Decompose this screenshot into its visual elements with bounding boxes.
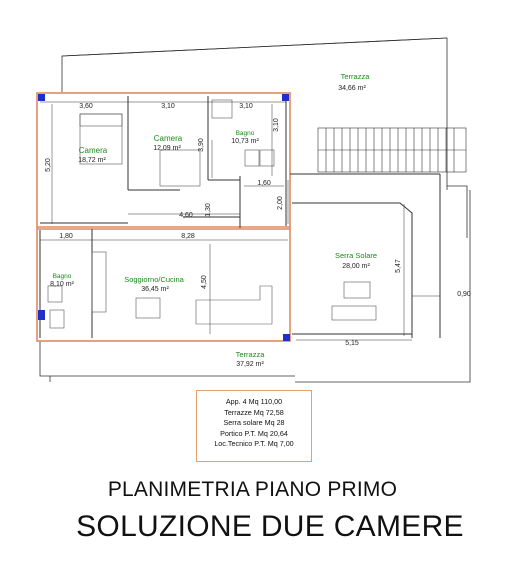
dim-390: 3,90 xyxy=(198,138,205,152)
room-area-terrazza-bottom: 37,92 m² xyxy=(236,361,264,368)
room-area-bagno-2: 8,10 m² xyxy=(50,281,74,288)
room-area-camera-2: 12,09 m² xyxy=(153,145,181,152)
summary-line-portico: Portico P.T. Mq 20,64 xyxy=(220,428,288,438)
structural-columns xyxy=(38,94,290,341)
room-area-camera-1: 18,72 m² xyxy=(78,157,106,164)
stair-treads xyxy=(325,128,455,172)
terrace-outline xyxy=(61,37,471,383)
room-name-serra: Serra Solare xyxy=(335,251,377,260)
room-name-soggiorno: Soggiorno/Cucina xyxy=(124,275,184,284)
apartment-walls xyxy=(36,92,291,342)
summary-line-solar-greenhouse: Serra solare Mq 28 xyxy=(223,418,285,427)
room-area-bagno-1: 10,73 m² xyxy=(231,138,259,145)
dim-310-v: 3,10 xyxy=(273,118,280,132)
room-name-terrazza-bottom: Terrazza xyxy=(236,350,266,359)
dim-547: 5,47 xyxy=(395,259,402,273)
plan-subtitle: SOLUZIONE DUE CAMERE xyxy=(76,510,464,543)
dim-515: 5,15 xyxy=(345,340,359,347)
room-name-terrazza-top: Terrazza xyxy=(341,72,371,81)
dim-090: 0,90 xyxy=(457,291,471,298)
summary-line-apartment: App. 4 Mq 110,00 xyxy=(225,397,283,406)
dim-160: 1,60 xyxy=(257,180,271,187)
staircase xyxy=(317,127,467,173)
summary-line-technical-room: Loc.Tecnico P.T. Mq 7,00 xyxy=(214,439,294,448)
room-area-soggiorno: 36,45 m² xyxy=(141,286,169,293)
room-name-bagno-1: Bagno xyxy=(236,130,255,137)
dim-450: 4,50 xyxy=(201,275,208,289)
room-name-camera-2: Camera xyxy=(154,134,183,143)
dim-310-b: 3,10 xyxy=(239,103,253,110)
room-area-terrazza-top: 34,66 m² xyxy=(338,85,366,92)
plan-title: PLANIMETRIA PIANO PRIMO xyxy=(107,478,398,501)
room-area-serra: 28,00 m² xyxy=(342,263,370,270)
dim-520: 5,20 xyxy=(45,158,52,172)
dim-180: 1,80 xyxy=(59,233,73,240)
dim-360: 3,60 xyxy=(79,103,93,110)
dim-130: 1,30 xyxy=(205,203,212,217)
summary-line-terraces: Terrazze Mq 72,58 xyxy=(224,407,284,417)
dim-460: 4,60 xyxy=(179,212,193,219)
room-name-bagno-2: Bagno xyxy=(53,273,72,280)
dim-310-a: 3,10 xyxy=(161,103,175,110)
surface-summary-box: App. 4 Mq 110,00 Terrazze Mq 72,58 Serra… xyxy=(196,390,312,462)
dim-200: 2,00 xyxy=(277,196,284,210)
terrace-bottom-outline xyxy=(39,341,295,382)
room-name-camera-1: Camera xyxy=(79,146,108,155)
dimension-lines xyxy=(40,101,440,341)
dim-828: 8,28 xyxy=(181,233,195,240)
furniture xyxy=(47,99,377,329)
